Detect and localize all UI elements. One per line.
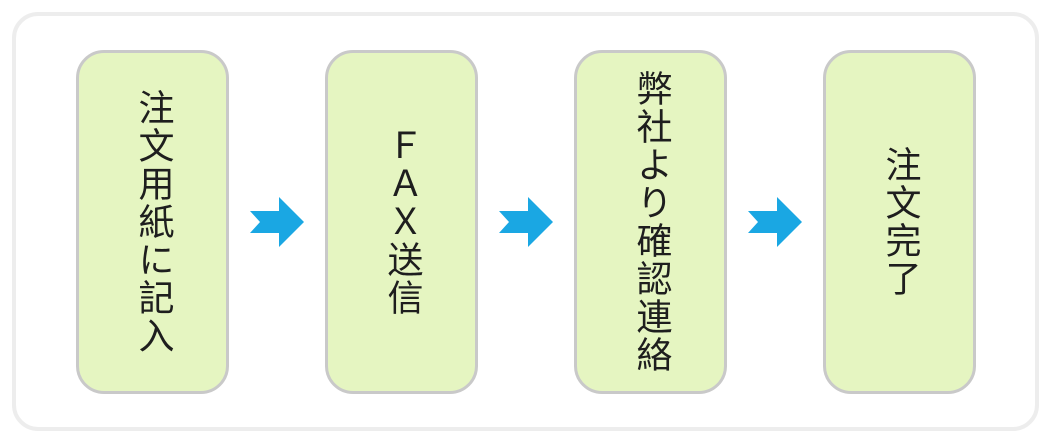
right-arrow-icon [748,197,802,247]
step-box-confirmation-contact: 弊社より確認連絡 [574,50,727,394]
step-box-order-form: 注文用紙に記入 [76,50,229,394]
right-arrow-icon [250,197,304,247]
step-label: ＦＡＸ送信 [381,127,423,317]
right-arrow-shape [748,197,802,247]
right-arrow-shape [250,197,304,247]
step-label: 弊社より確認連絡 [630,70,672,374]
step-label: 注文用紙に記入 [132,89,174,355]
outer-frame [12,12,1039,431]
right-arrow-shape [499,197,553,247]
step-box-fax-send: ＦＡＸ送信 [325,50,478,394]
step-box-order-complete: 注文完了 [823,50,976,394]
step-label: 注文完了 [879,146,921,298]
right-arrow-icon [499,197,553,247]
